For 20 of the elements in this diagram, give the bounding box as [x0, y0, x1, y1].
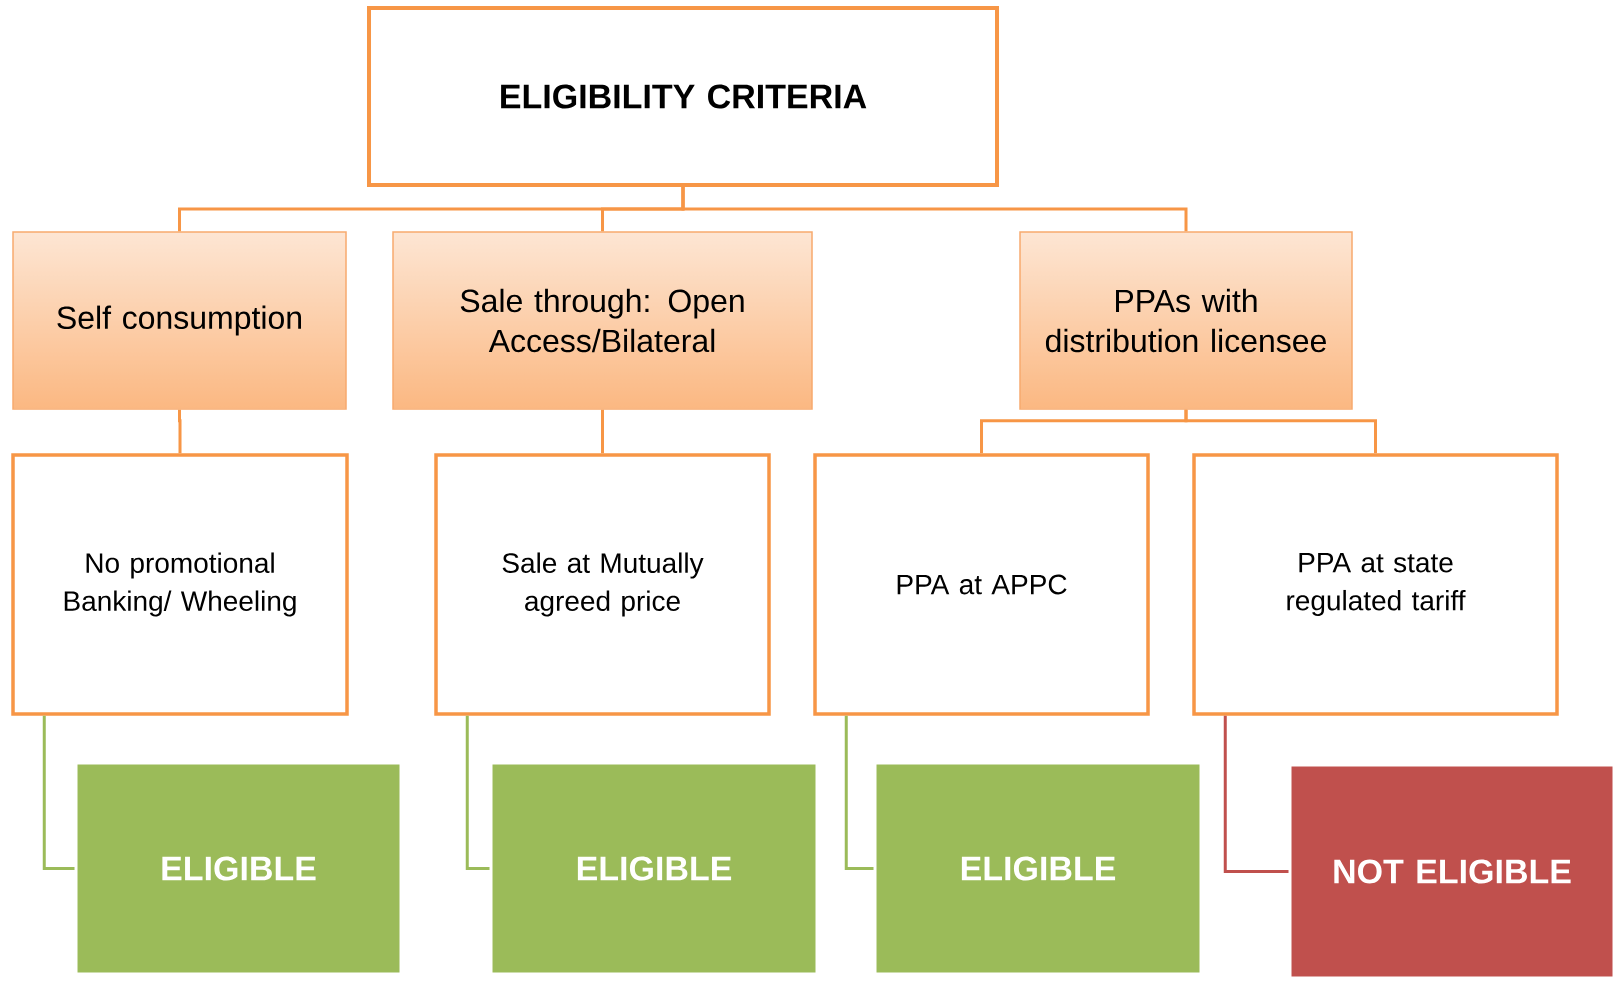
result-box: ELIGIBLE: [489, 761, 819, 976]
title-box: ELIGIBILITY CRITERIA: [367, 6, 999, 187]
connector: [465, 715, 490, 870]
connector: [178, 409, 182, 454]
option-box: PPA at APPC: [813, 453, 1150, 716]
connector: [42, 715, 75, 870]
result-box: ELIGIBLE: [873, 761, 1203, 976]
connector: [1223, 715, 1289, 873]
connector: [681, 187, 1188, 232]
option-box: PPA at state regulated tariff: [1192, 453, 1559, 716]
connector: [844, 715, 874, 870]
category-box: Sale through: Open Access/Bilateral: [392, 231, 813, 410]
result-box: NOT ELIGIBLE: [1288, 763, 1615, 980]
option-box: Sale at Mutually agreed price: [434, 453, 771, 716]
option-box: No promotional Banking/ Wheeling: [11, 453, 349, 716]
result-box: ELIGIBLE: [74, 761, 403, 976]
connector: [601, 409, 604, 454]
category-box: Self consumption: [12, 231, 347, 410]
connector: [1184, 409, 1377, 454]
category-box: PPAs with distribution licensee: [1019, 231, 1353, 410]
